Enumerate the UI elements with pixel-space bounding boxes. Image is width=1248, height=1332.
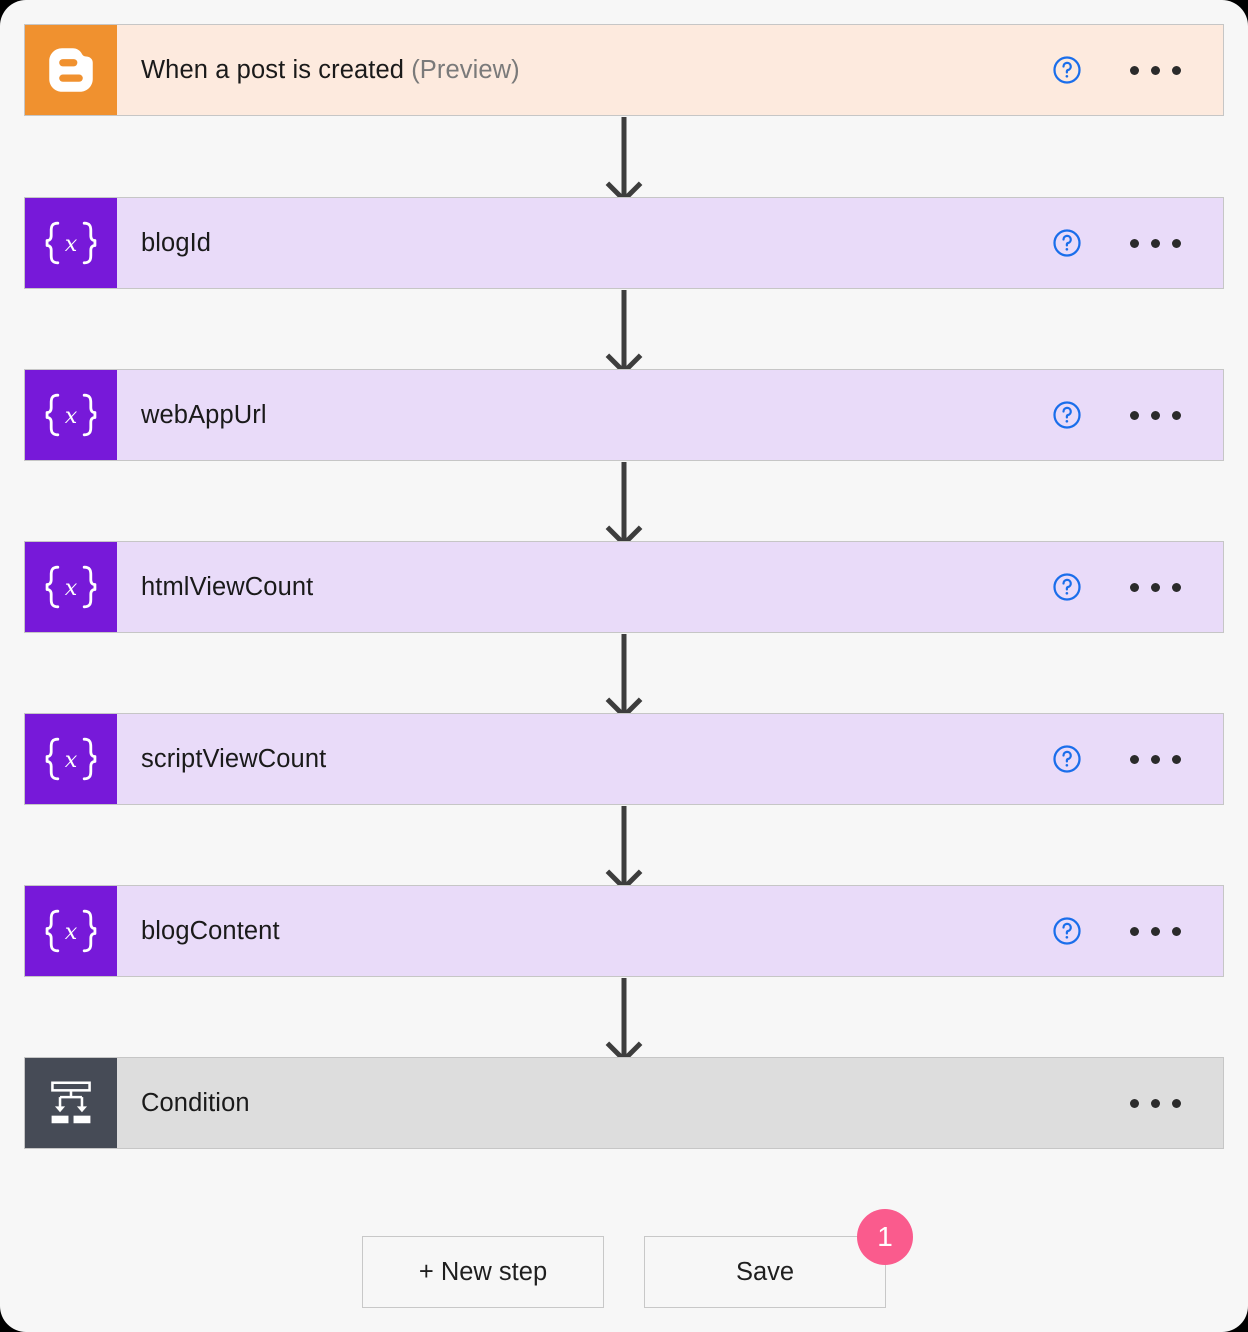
- flow-step-actions-htmlviewcount: [1052, 542, 1223, 632]
- svg-text:x: x: [65, 919, 78, 945]
- variable-braces-x-icon: x: [25, 198, 117, 288]
- flow-step-title-text: When a post is created: [141, 55, 405, 84]
- flow-step-title-blogid: blogId: [141, 228, 212, 257]
- variable-braces-x-icon: x: [25, 370, 117, 460]
- more-menu-icon[interactable]: [1130, 410, 1181, 420]
- flow-step-card-scriptviewcount[interactable]: x scriptViewCount: [24, 713, 1224, 805]
- condition-branch-icon: [25, 1058, 117, 1148]
- flow-step-actions-scriptviewcount: [1052, 714, 1223, 804]
- flow-step-card-webappurl[interactable]: x webAppUrl: [24, 369, 1224, 461]
- help-icon[interactable]: [1052, 744, 1082, 774]
- flow-connector-arrow: [605, 117, 643, 204]
- help-icon[interactable]: [1052, 228, 1082, 258]
- blogger-icon: [25, 25, 117, 115]
- flow-step-card-blogcontent[interactable]: x blogContent: [24, 885, 1224, 977]
- flow-step-body-condition: Condition: [117, 1058, 1130, 1148]
- svg-text:x: x: [65, 231, 78, 257]
- flow-step-title-condition: Condition: [141, 1088, 250, 1117]
- flow-step-body-trigger: When a post is created (Preview): [117, 25, 1052, 115]
- flow-connector-arrow: [605, 634, 643, 720]
- more-menu-icon[interactable]: [1130, 926, 1181, 936]
- flow-step-title-trigger: When a post is created (Preview): [141, 56, 520, 85]
- flow-step-actions-webappurl: [1052, 370, 1223, 460]
- flow-connector-arrow: [605, 806, 643, 892]
- variable-braces-x-icon: x: [25, 714, 117, 804]
- more-menu-icon[interactable]: [1130, 238, 1181, 248]
- flow-action-buttons: + New step Save 1: [0, 1209, 1248, 1308]
- variable-braces-x-icon: x: [25, 886, 117, 976]
- flow-connector-arrow: [605, 462, 643, 548]
- flow-step-title-webappurl: webAppUrl: [141, 400, 267, 429]
- flow-step-title-scriptviewcount: scriptViewCount: [141, 744, 327, 773]
- more-menu-icon[interactable]: [1130, 582, 1181, 592]
- flow-step-title-htmlviewcount: htmlViewCount: [141, 572, 314, 601]
- flow-step-actions-condition: [1130, 1058, 1223, 1148]
- flow-step-card-blogid[interactable]: x blogId: [24, 197, 1224, 289]
- help-icon[interactable]: [1052, 55, 1082, 85]
- flow-step-preview-label: (Preview): [404, 55, 520, 84]
- flow-connector-arrow: [605, 978, 643, 1064]
- more-menu-icon[interactable]: [1130, 754, 1181, 764]
- flow-step-title-blogcontent: blogContent: [141, 916, 280, 945]
- more-menu-icon[interactable]: [1130, 65, 1181, 75]
- new-step-button[interactable]: + New step: [362, 1236, 604, 1308]
- flow-step-actions-blogcontent: [1052, 886, 1223, 976]
- flow-step-body-blogcontent: blogContent: [117, 886, 1052, 976]
- flow-step-card-condition[interactable]: Condition: [24, 1057, 1224, 1149]
- more-menu-icon[interactable]: [1130, 1098, 1181, 1108]
- svg-text:x: x: [65, 403, 78, 429]
- flow-step-card-trigger[interactable]: When a post is created (Preview): [24, 24, 1224, 116]
- flow-step-body-scriptviewcount: scriptViewCount: [117, 714, 1052, 804]
- save-button[interactable]: Save 1: [644, 1209, 913, 1308]
- svg-text:x: x: [65, 747, 78, 773]
- svg-text:x: x: [65, 575, 78, 601]
- help-icon[interactable]: [1052, 400, 1082, 430]
- flow-step-actions-blogid: [1052, 198, 1223, 288]
- save-button-label: Save: [735, 1257, 795, 1286]
- flow-step-body-htmlviewcount: htmlViewCount: [117, 542, 1052, 632]
- variable-braces-x-icon: x: [25, 542, 117, 632]
- flow-step-body-blogid: blogId: [117, 198, 1052, 288]
- save-step-badge: 1: [857, 1209, 913, 1265]
- flow-step-actions-trigger: [1052, 25, 1223, 115]
- help-icon[interactable]: [1052, 916, 1082, 946]
- flow-connector-arrow: [605, 290, 643, 376]
- help-icon[interactable]: [1052, 572, 1082, 602]
- flow-step-card-htmlviewcount[interactable]: x htmlViewCount: [24, 541, 1224, 633]
- flow-step-body-webappurl: webAppUrl: [117, 370, 1052, 460]
